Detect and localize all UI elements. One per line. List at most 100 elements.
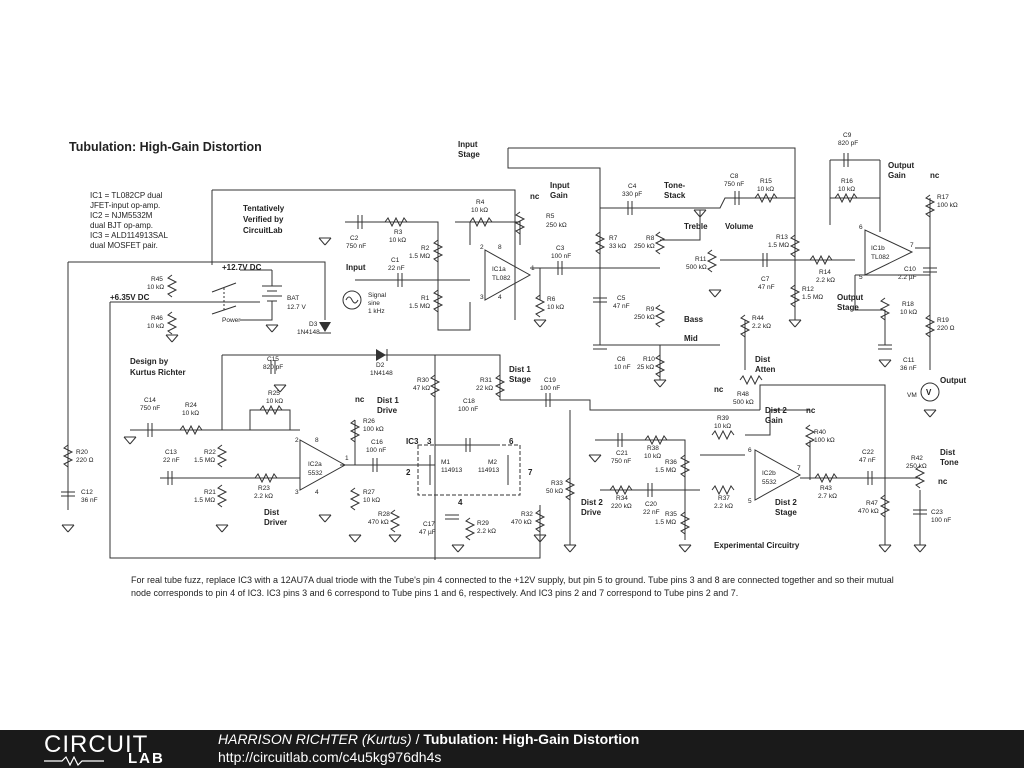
section-label: Dist: [264, 508, 279, 517]
svg-text:C1: C1: [391, 257, 400, 264]
svg-text:10 kΩ: 10 kΩ: [644, 453, 661, 460]
section-label: Volume: [725, 222, 754, 231]
svg-text:22 nF: 22 nF: [163, 457, 180, 464]
svg-text:R10: R10: [643, 356, 655, 363]
svg-text:6: 6: [748, 447, 752, 454]
svg-text:C23: C23: [931, 509, 943, 516]
circuitlab-logo[interactable]: CIRCUIT: [44, 731, 149, 758]
svg-text:R47: R47: [866, 500, 878, 507]
svg-text:47 nF: 47 nF: [758, 284, 775, 291]
section-labels: Input Stage Input Gain Tone- Stack Outpu…: [110, 140, 967, 550]
pin-label: 2: [406, 468, 411, 477]
pin-numbers: 23 84 1 65 7 23 84 1 65 7: [295, 224, 914, 505]
svg-text:47 nF: 47 nF: [613, 303, 630, 310]
vm-label: VM: [907, 392, 917, 399]
svg-text:470 kΩ: 470 kΩ: [511, 519, 532, 526]
svg-text:2.2 kΩ: 2.2 kΩ: [477, 528, 496, 535]
svg-text:250 kΩ: 250 kΩ: [906, 463, 927, 470]
svg-text:R20: R20: [76, 449, 88, 456]
svg-text:C8: C8: [730, 173, 739, 180]
svg-text:R28: R28: [378, 511, 390, 518]
section-label: Gain: [888, 171, 906, 180]
m2-label: M2: [488, 459, 497, 466]
svg-text:R45: R45: [151, 276, 163, 283]
svg-text:1: 1: [531, 265, 535, 272]
author-link[interactable]: HARRISON RICHTER (Kurtus): [218, 731, 412, 747]
svg-text:C10: C10: [904, 266, 916, 273]
ic3-mosfet-pair: IC3 M1 114913 M2 114913 3 6 2 7 4: [406, 437, 533, 507]
opamp-ic1b: IC1b TL082: [864, 229, 914, 276]
svg-text:R15: R15: [760, 178, 772, 185]
section-label: Input: [550, 181, 570, 190]
diagram-title: Tubulation: High-Gain Distortion: [69, 140, 262, 154]
pin-label: 4: [458, 498, 463, 507]
svg-text:D3: D3: [309, 321, 318, 328]
svg-text:C4: C4: [628, 183, 637, 190]
svg-text:R12: R12: [802, 286, 814, 293]
svg-text:1N4148: 1N4148: [370, 370, 393, 377]
svg-text:R16: R16: [841, 178, 853, 185]
svg-text:33 kΩ: 33 kΩ: [609, 243, 626, 250]
svg-text:2.7 kΩ: 2.7 kΩ: [818, 493, 837, 500]
section-label: Mid: [684, 334, 698, 343]
svg-text:220 kΩ: 220 kΩ: [611, 503, 632, 510]
nc-label: nc: [714, 385, 724, 394]
svg-text:R26: R26: [363, 418, 375, 425]
ic-part: 5532: [308, 470, 323, 477]
section-label: Driver: [264, 518, 287, 527]
svg-text:100 nF: 100 nF: [931, 517, 951, 524]
svg-text:C17: C17: [423, 521, 435, 528]
svg-text:220 Ω: 220 Ω: [937, 325, 955, 332]
svg-text:500 kΩ: 500 kΩ: [733, 399, 754, 406]
opamp-ic2a: IC2a 5532: [299, 439, 347, 491]
section-label: Dist 2: [775, 498, 797, 507]
circuit-title: Tubulation: High-Gain Distortion: [423, 731, 640, 747]
svg-text:6: 6: [859, 224, 863, 231]
svg-text:50 kΩ: 50 kΩ: [546, 488, 563, 495]
svg-text:750 nF: 750 nF: [724, 181, 744, 188]
svg-text:R32: R32: [521, 511, 533, 518]
svg-text:1.5 MΩ: 1.5 MΩ: [802, 294, 823, 301]
svg-text:R24: R24: [185, 402, 197, 409]
svg-text:3: 3: [480, 294, 484, 301]
svg-text:750 nF: 750 nF: [611, 458, 631, 465]
section-label: Gain: [550, 191, 568, 200]
svg-text:470 kΩ: 470 kΩ: [858, 508, 879, 515]
svg-text:5: 5: [748, 498, 752, 505]
svg-text:100 nF: 100 nF: [366, 447, 386, 454]
svg-text:R22: R22: [204, 449, 216, 456]
svg-text:10 kΩ: 10 kΩ: [363, 497, 380, 504]
svg-text:R7: R7: [609, 235, 618, 242]
svg-text:10 kΩ: 10 kΩ: [266, 398, 283, 405]
svg-text:R38: R38: [647, 445, 659, 452]
svg-text:2: 2: [480, 244, 484, 251]
svg-text:470 kΩ: 470 kΩ: [368, 519, 389, 526]
capacitor-glyphs: [61, 153, 937, 520]
svg-text:C12: C12: [81, 489, 93, 496]
svg-text:330 pF: 330 pF: [622, 191, 642, 198]
section-label: Input: [346, 263, 366, 272]
circuit-url[interactable]: http://circuitlab.com/c4u5kg976dh4s: [218, 749, 442, 765]
svg-text:1: 1: [345, 455, 349, 462]
nc-label: nc: [930, 171, 940, 180]
svg-text:100 kΩ: 100 kΩ: [363, 426, 384, 433]
svg-text:C13: C13: [165, 449, 177, 456]
svg-text:R27: R27: [363, 489, 375, 496]
svg-text:1.5 MΩ: 1.5 MΩ: [194, 457, 215, 464]
section-label: Dist: [755, 355, 770, 364]
supply-label: BAT: [287, 295, 299, 302]
svg-text:R37: R37: [718, 495, 730, 502]
svg-text:7: 7: [910, 242, 914, 249]
opamp-ic1a: IC1a TL082: [484, 249, 532, 301]
svg-text:C18: C18: [463, 398, 475, 405]
svg-text:R43: R43: [820, 485, 832, 492]
ic-part: TL082: [492, 275, 511, 282]
section-label: Experimental Circuitry: [714, 541, 800, 550]
svg-text:100 kΩ: 100 kΩ: [814, 437, 835, 444]
section-label: Stage: [837, 303, 859, 312]
svg-text:3: 3: [295, 489, 299, 496]
svg-text:R8: R8: [646, 235, 655, 242]
section-label: Dist 1: [377, 396, 399, 405]
section-label: Drive: [377, 406, 398, 415]
svg-text:10 kΩ: 10 kΩ: [714, 423, 731, 430]
